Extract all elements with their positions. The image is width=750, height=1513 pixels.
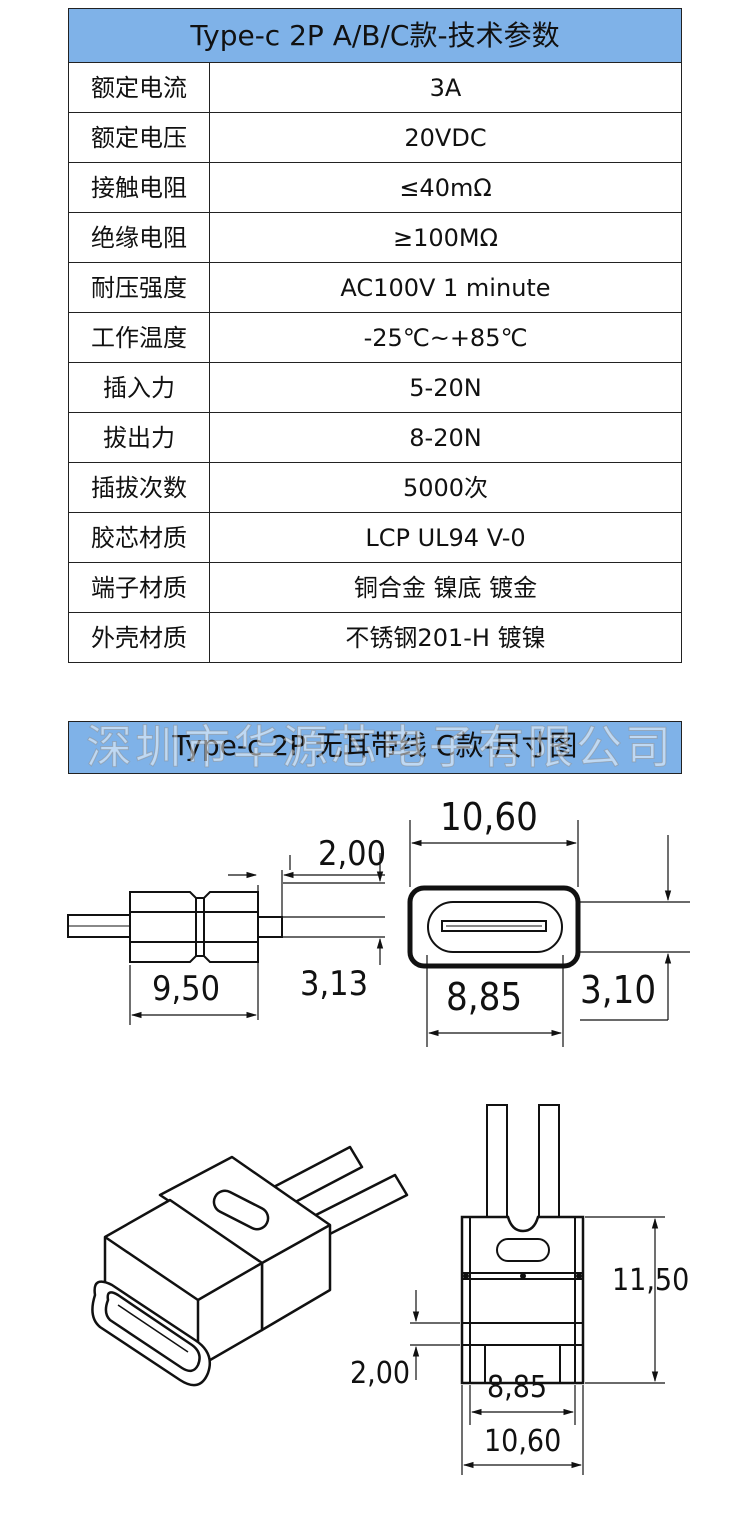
company-watermark: 深圳市华源芯电子有限公司 — [86, 720, 674, 774]
front-view — [407, 820, 690, 1047]
back-view — [410, 1104, 665, 1475]
spec-value: 3A — [209, 62, 682, 113]
dimension-label: 2,00 — [350, 1356, 410, 1391]
table-row: 端子材质 铜合金 镍底 镀金 — [68, 562, 682, 613]
spec-table-header: Type-c 2P A/B/C款-技术参数 — [68, 8, 682, 63]
table-row: 接触电阻 ≤40mΩ — [68, 162, 682, 213]
table-row: 额定电压 20VDC — [68, 112, 682, 163]
spec-label: 额定电流 — [68, 62, 210, 113]
side-view — [67, 853, 385, 1025]
spec-value: 20VDC — [209, 112, 682, 163]
dimension-label: 10,60 — [440, 795, 538, 839]
table-row: 拔出力 8-20N — [68, 412, 682, 463]
table-row: 外壳材质 不锈钢201-H 镀镍 — [68, 612, 682, 663]
spec-value: 不锈钢201-H 镀镍 — [209, 612, 682, 663]
spec-label: 绝缘电阻 — [68, 212, 210, 263]
spec-table: Type-c 2P A/B/C款-技术参数 额定电流 3A 额定电压 20VDC… — [68, 8, 682, 663]
dimension-label: 10,60 — [484, 1424, 561, 1459]
spec-value: ≥100MΩ — [209, 212, 682, 263]
spec-label: 耐压强度 — [68, 262, 210, 313]
dimension-section-title: Type-c 2P 无耳带线 C款-尺寸图 — [172, 729, 578, 762]
spec-table-title: Type-c 2P A/B/C款-技术参数 — [68, 8, 682, 63]
table-row: 耐压强度 AC100V 1 minute — [68, 262, 682, 313]
spec-label: 工作温度 — [68, 312, 210, 363]
spec-value: LCP UL94 V-0 — [209, 512, 682, 563]
spec-label: 额定电压 — [68, 112, 210, 163]
dimension-label: 8,85 — [487, 1370, 547, 1405]
spec-label: 插拔次数 — [68, 462, 210, 513]
table-row: 工作温度 -25℃~+85℃ — [68, 312, 682, 363]
dimension-section-header: Type-c 2P 无耳带线 C款-尺寸图 — [68, 721, 682, 774]
dimension-label: 11,50 — [612, 1263, 689, 1298]
table-row: 插入力 5-20N — [68, 362, 682, 413]
spec-value: AC100V 1 minute — [209, 262, 682, 313]
dimension-label: 3,10 — [580, 968, 656, 1012]
spec-value: 5000次 — [209, 462, 682, 513]
dimension-label: 3,13 — [300, 964, 368, 1004]
dimension-label: 2,00 — [318, 834, 386, 874]
spec-label: 插入力 — [68, 362, 210, 413]
spec-label: 胶芯材质 — [68, 512, 210, 563]
spec-label: 接触电阻 — [68, 162, 210, 213]
spec-label: 拔出力 — [68, 412, 210, 463]
table-row: 额定电流 3A — [68, 62, 682, 113]
table-row: 插拔次数 5000次 — [68, 462, 682, 513]
spec-value: 5-20N — [209, 362, 682, 413]
dimension-drawing: 9,50 2,00 3,13 10,60 8,85 3,10 — [67, 795, 690, 1475]
spec-value: ≤40mΩ — [209, 162, 682, 213]
table-row: 胶芯材质 LCP UL94 V-0 — [68, 512, 682, 563]
table-row: 绝缘电阻 ≥100MΩ — [68, 212, 682, 263]
dimension-label: 9,50 — [152, 969, 220, 1009]
spec-label: 端子材质 — [68, 562, 210, 613]
isometric-view — [91, 1145, 409, 1387]
dimension-label: 8,85 — [446, 975, 522, 1019]
spec-label: 外壳材质 — [68, 612, 210, 663]
spec-value: -25℃~+85℃ — [209, 312, 682, 363]
spec-value: 8-20N — [209, 412, 682, 463]
spec-value: 铜合金 镍底 镀金 — [209, 562, 682, 613]
